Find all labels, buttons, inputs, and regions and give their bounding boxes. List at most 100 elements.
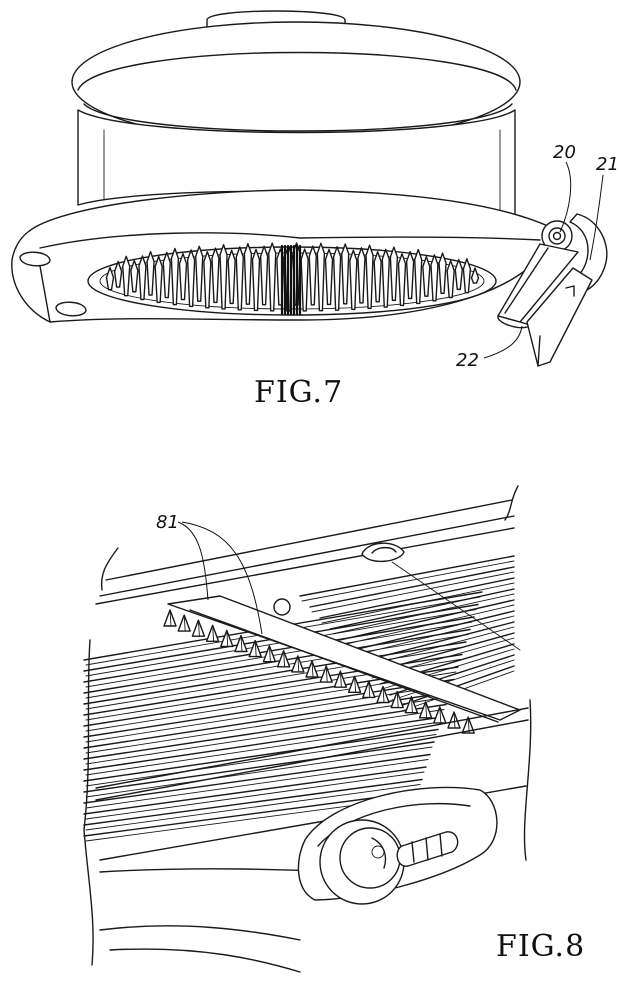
spike <box>347 675 362 693</box>
spike <box>404 696 419 714</box>
ref-numeral-21: 21 <box>596 154 619 175</box>
bristle <box>357 247 366 304</box>
ref-numeral-20: 20 <box>553 142 576 163</box>
bristle <box>105 266 115 291</box>
bristle <box>454 258 463 291</box>
spike <box>191 619 206 637</box>
bristle <box>268 242 277 312</box>
spike <box>291 655 305 673</box>
bristle <box>316 242 326 312</box>
bristle <box>373 251 382 303</box>
rib <box>83 703 447 765</box>
round-button <box>319 819 405 905</box>
bristle <box>146 250 155 296</box>
bristle <box>243 243 253 305</box>
rib <box>83 766 427 820</box>
bristle <box>235 246 244 311</box>
ref-numeral-81: 81 <box>156 512 179 533</box>
bristle <box>178 253 188 301</box>
bristle <box>186 249 196 308</box>
rib <box>83 716 443 776</box>
bristle <box>349 249 358 311</box>
fig7-caption: FIG.7 <box>254 375 343 410</box>
spike <box>433 706 447 724</box>
spike <box>220 629 234 648</box>
bristle <box>154 255 163 304</box>
bristle <box>381 248 390 308</box>
bristle <box>227 249 236 305</box>
spike <box>177 614 191 632</box>
rib <box>349 610 515 657</box>
spike <box>163 609 177 627</box>
upper-frame-rail <box>95 499 515 605</box>
rib <box>339 599 515 646</box>
bristle <box>122 255 131 297</box>
rib <box>83 753 431 809</box>
fig8-caption: FIG.8 <box>496 929 585 964</box>
figure-7: 20 21 22 FIG.7 <box>11 10 619 410</box>
bristle <box>219 244 228 310</box>
rib <box>83 728 439 787</box>
rib <box>83 628 471 699</box>
bristle <box>405 250 415 300</box>
bristle <box>308 245 317 306</box>
rib <box>83 641 467 710</box>
handle-assembly <box>497 213 608 367</box>
spike <box>276 650 291 668</box>
bristle <box>162 251 171 299</box>
bristle-spine <box>280 244 302 316</box>
rib <box>83 616 475 688</box>
spike <box>248 639 262 658</box>
bristle <box>170 247 180 306</box>
spike <box>305 660 319 678</box>
bristle-field <box>87 242 497 316</box>
top-knob <box>361 542 521 651</box>
spike <box>205 624 220 642</box>
ref-numeral-22: 22 <box>456 350 479 371</box>
bristle <box>211 247 220 304</box>
spike <box>376 685 390 704</box>
bristle <box>113 260 123 288</box>
fig8-reference-numerals: 81 <box>156 512 263 635</box>
spike <box>234 634 248 653</box>
rib <box>319 577 515 624</box>
bristle <box>462 258 472 294</box>
bristle <box>365 244 374 310</box>
bristle <box>203 251 212 309</box>
spike <box>447 711 461 729</box>
bristle <box>324 248 334 306</box>
bristle <box>195 245 204 302</box>
spike <box>362 680 376 699</box>
bristle <box>130 259 139 293</box>
figure-8: 81 FIG.8 <box>83 485 585 973</box>
bristle <box>332 246 342 311</box>
bristle <box>470 267 480 284</box>
brush-cap <box>71 10 521 143</box>
bristle <box>341 243 350 305</box>
spike <box>319 665 333 683</box>
bristle <box>259 245 269 306</box>
bristle <box>138 255 147 301</box>
rib <box>299 555 515 602</box>
rib <box>329 588 515 635</box>
spike <box>390 690 404 709</box>
bristle <box>422 255 431 297</box>
spike-row <box>163 609 475 734</box>
spike <box>418 701 433 719</box>
bristle <box>397 253 407 307</box>
rib <box>83 778 423 831</box>
bristle <box>251 248 261 312</box>
bristle <box>414 248 423 305</box>
spike <box>262 645 277 663</box>
slide-button <box>396 831 459 867</box>
bristle <box>389 246 399 302</box>
bristle <box>430 254 439 302</box>
rib <box>309 566 515 613</box>
rib <box>83 741 435 798</box>
bristle <box>300 248 309 312</box>
bristle <box>438 252 447 294</box>
fig7-reference-numerals: 20 21 22 <box>456 142 619 371</box>
spike <box>333 670 348 688</box>
